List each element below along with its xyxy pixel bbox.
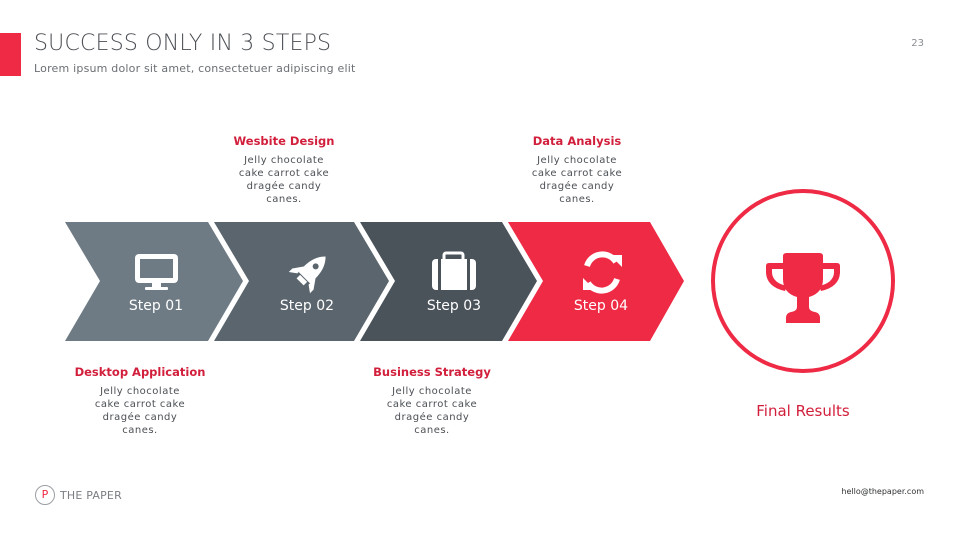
- caption-title: Desktop Application: [74, 365, 206, 379]
- title-accent-bar: [0, 33, 21, 76]
- caption-text: Jelly chocolate cake carrot cake dragée …: [94, 386, 186, 436]
- step-04-label: Step 04: [573, 298, 629, 314]
- chevron-step-04: [508, 222, 684, 341]
- caption-text: Jelly chocolate cake carrot cake dragée …: [238, 155, 330, 205]
- caption-title: Data Analysis: [532, 134, 622, 148]
- caption-step-04: Data Analysis Jelly chocolate cake carro…: [492, 134, 662, 206]
- caption-title: Wesbite Design: [233, 134, 335, 148]
- caption-text: Jelly chocolate cake carrot cake dragée …: [531, 155, 623, 205]
- step-02-label: Step 02: [279, 298, 335, 314]
- contact-email[interactable]: hello@thepaper.com: [841, 487, 924, 496]
- trophy-icon: [766, 253, 840, 323]
- page-subtitle: Lorem ipsum dolor sit amet, consectetuer…: [34, 62, 356, 75]
- step-03-label: Step 03: [426, 298, 482, 314]
- caption-title: Business Strategy: [373, 365, 491, 379]
- step-01-label: Step 01: [128, 298, 184, 314]
- final-results-circle: [711, 189, 895, 373]
- desktop-monitor-icon: [135, 254, 178, 290]
- caption-step-02: Wesbite Design Jelly chocolate cake carr…: [199, 134, 369, 206]
- logo-p-icon: P: [35, 485, 55, 505]
- caption-step-01: Desktop Application Jelly chocolate cake…: [55, 365, 225, 437]
- refresh-arrowheads: [583, 255, 622, 290]
- briefcase-icon: [432, 251, 476, 290]
- caption-step-03: Business Strategy Jelly chocolate cake c…: [347, 365, 517, 437]
- final-results-label: Final Results: [756, 402, 850, 420]
- brand-name: THE PAPER: [60, 488, 122, 502]
- page-title: SUCCESS ONLY IN 3 STEPS: [34, 31, 332, 56]
- rocket-icon: [288, 256, 326, 294]
- caption-text: Jelly chocolate cake carrot cake dragée …: [386, 386, 478, 436]
- brand-logo: P THE PAPER: [35, 485, 122, 505]
- page-number: 23: [911, 38, 924, 49]
